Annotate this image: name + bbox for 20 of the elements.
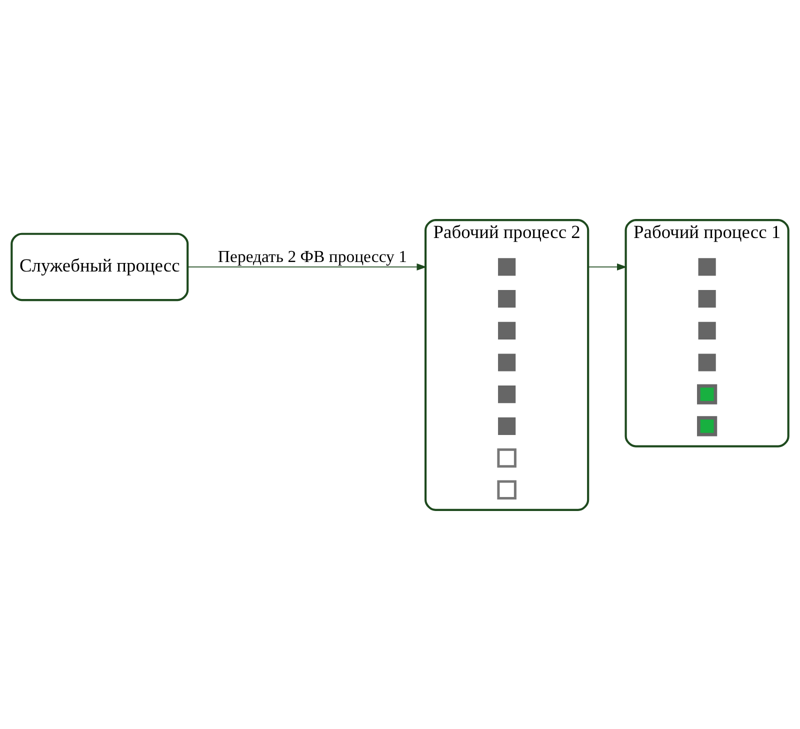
node-box [498,321,516,339]
node-box [698,353,716,371]
node-box [497,480,516,499]
node-box [698,290,716,308]
cluster: Рабочий процесс 1 [624,218,790,447]
node-box [498,385,516,403]
node-box [498,290,516,308]
node-box [498,416,516,434]
edge-label: Передать 2 ФВ процессу 1 [218,246,407,266]
node-box [697,416,718,436]
node-box: Служебный процесс [10,232,189,301]
node-box [497,448,516,468]
arrow [187,262,427,270]
node-box [698,321,716,339]
cluster: Рабочий процесс 2 [424,218,590,510]
node-box [697,384,718,404]
arrow [588,262,628,270]
node-box [698,258,716,276]
node-box [498,258,516,276]
node-box [498,353,516,371]
